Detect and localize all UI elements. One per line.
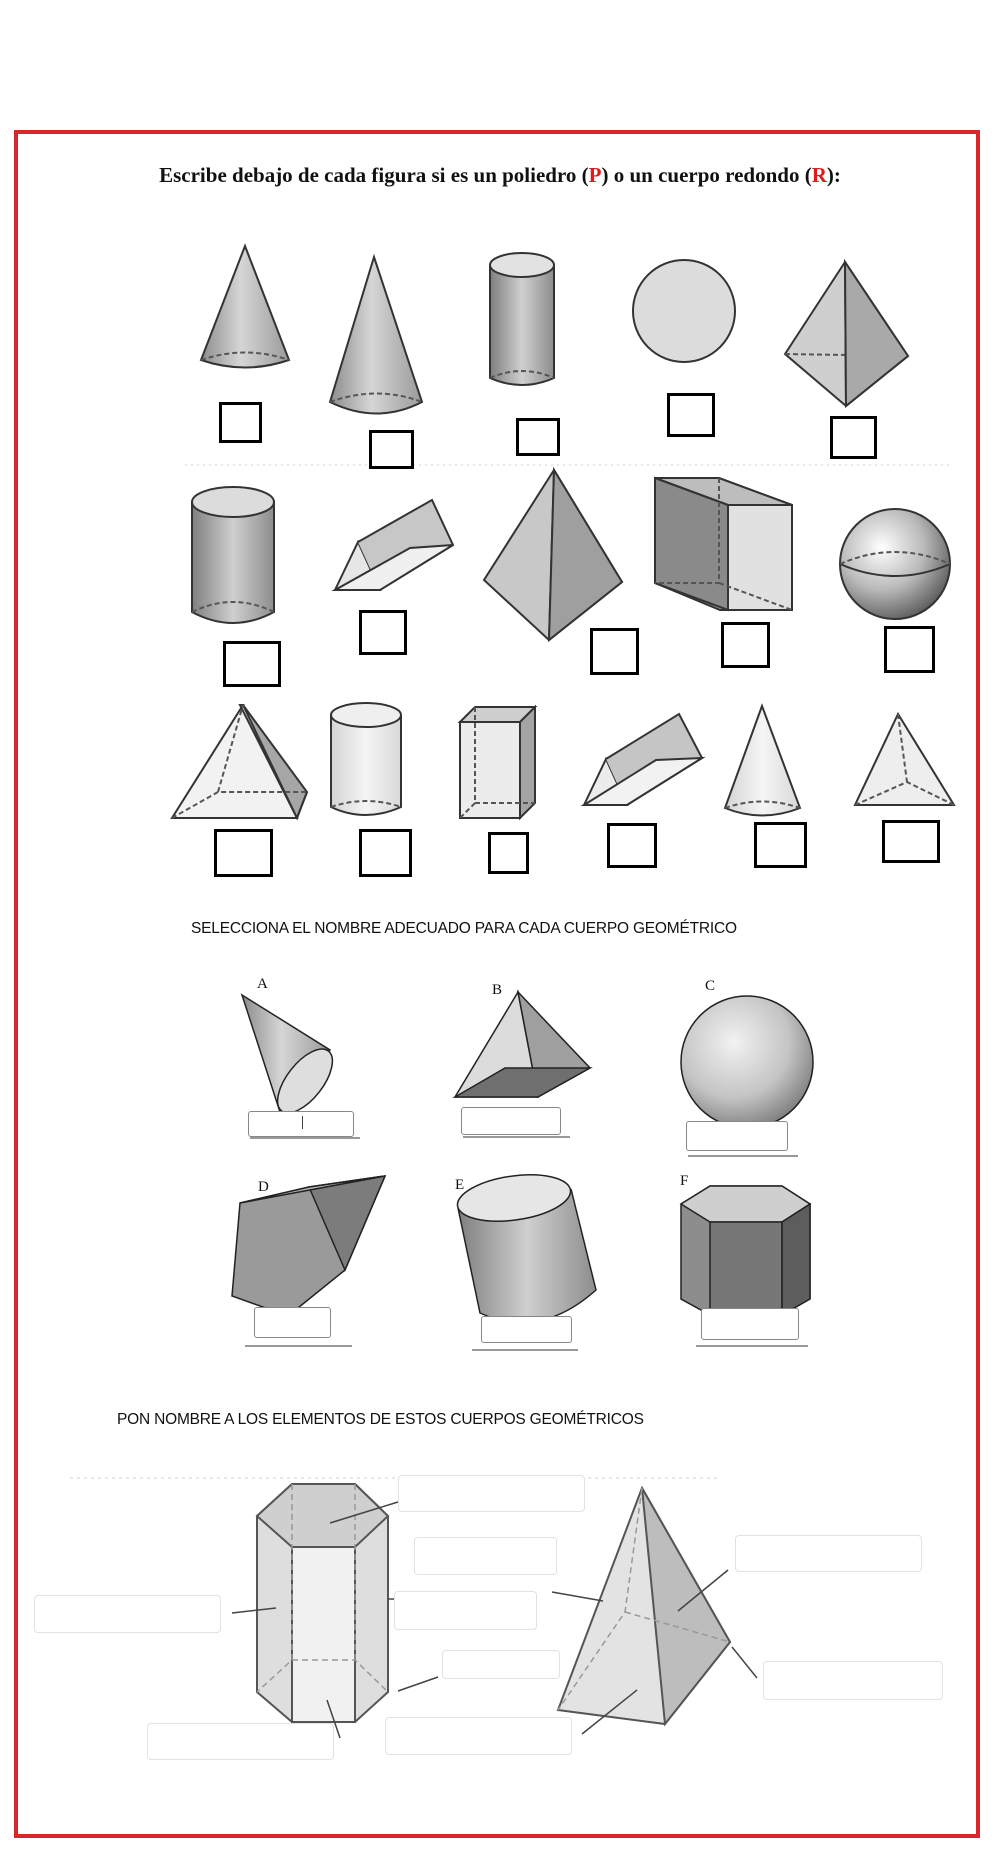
- answer-box-r3-1[interactable]: [214, 829, 273, 877]
- answer-box-r2-1[interactable]: [223, 641, 281, 687]
- select-name-f[interactable]: [701, 1308, 799, 1340]
- answer-box-r3-4[interactable]: [607, 823, 657, 868]
- instruction-text-3: ):: [826, 163, 841, 187]
- hexagonal-prism-diagram-icon: [255, 1483, 390, 1723]
- answer-box-r1-2[interactable]: [369, 430, 414, 469]
- answer-box-r3-2[interactable]: [359, 829, 412, 877]
- answer-box-r3-6[interactable]: [882, 820, 940, 863]
- answer-box-r2-5[interactable]: [884, 626, 935, 673]
- element-field-prism-left[interactable]: [34, 1595, 221, 1633]
- element-field-prism-bottom[interactable]: [147, 1723, 334, 1760]
- triangular-prism-icon: [331, 498, 455, 591]
- select-name-a[interactable]: [248, 1111, 354, 1137]
- element-field-pyramid-lower-right[interactable]: [763, 1661, 943, 1700]
- worksheet-frame: [14, 130, 980, 1838]
- cylinder-2-icon: [191, 486, 275, 624]
- select-name-d[interactable]: [254, 1307, 331, 1338]
- select-name-e[interactable]: [481, 1316, 572, 1343]
- answer-box-r2-4[interactable]: [721, 622, 770, 668]
- figure-a-cone-icon: [240, 993, 334, 1114]
- answer-box-r1-5[interactable]: [830, 416, 877, 459]
- element-field-prism-middle-right[interactable]: [394, 1591, 537, 1630]
- tall-cone-icon: [328, 253, 424, 415]
- p-letter: P: [588, 163, 602, 187]
- cube-icon: [654, 476, 793, 612]
- figure-label-d: D: [258, 1179, 269, 1195]
- figure-f-hexagonal-prism-icon: [679, 1185, 812, 1317]
- rectangular-prism-icon: [457, 704, 538, 821]
- figure-label-b: B: [492, 982, 503, 998]
- triangular-prism-2-icon: [580, 712, 706, 806]
- answer-box-r2-2[interactable]: [359, 610, 407, 655]
- rhombic-bipyramid-2-icon: [482, 466, 624, 643]
- element-field-center-bottom[interactable]: [385, 1717, 572, 1755]
- select-name-c[interactable]: [686, 1121, 788, 1151]
- element-field-prism-lower-right[interactable]: [442, 1650, 560, 1679]
- r-letter: R: [811, 163, 827, 187]
- element-field-pyramid-upper-right[interactable]: [735, 1535, 922, 1572]
- sphere-icon: [839, 508, 951, 620]
- answer-box-r1-3[interactable]: [516, 418, 560, 456]
- exercise1-instruction: Escribe debajo de cada figura si es un p…: [0, 163, 1000, 188]
- square-pyramid-diagram-icon: [556, 1485, 732, 1727]
- figure-e-cylinder-icon: [456, 1174, 597, 1324]
- figure-label-a: A: [257, 976, 268, 992]
- answer-box-r2-3[interactable]: [590, 628, 639, 675]
- element-field-prism-upper-right[interactable]: [414, 1537, 557, 1575]
- triangular-pyramid-icon: [853, 711, 956, 806]
- answer-box-r1-1[interactable]: [219, 402, 262, 443]
- exercise2-title: SELECCIONA EL NOMBRE ADECUADO PARA CADA …: [191, 920, 737, 937]
- figure-c-sphere-icon: [680, 995, 814, 1129]
- rhombus-bipyramid-icon: [783, 258, 910, 409]
- cone-2-icon: [723, 703, 802, 817]
- square-pyramid-icon: [170, 704, 309, 821]
- figure-label-c: C: [705, 978, 716, 994]
- select-name-b[interactable]: [461, 1107, 561, 1135]
- circle-sphere-icon: [632, 259, 736, 363]
- answer-box-r1-4[interactable]: [667, 393, 715, 437]
- figure-d-pentagonal-pyramid-icon: [231, 1175, 387, 1317]
- answer-box-r3-3[interactable]: [488, 832, 529, 874]
- text-cursor: [302, 1116, 303, 1129]
- figure-label-f: F: [680, 1173, 689, 1189]
- element-field-prism-top[interactable]: [398, 1475, 585, 1512]
- cylinder-3-icon: [330, 702, 402, 816]
- instruction-text-1: Escribe debajo de cada figura si es un p…: [159, 163, 589, 187]
- instruction-text-2: ) o un cuerpo redondo (: [601, 163, 812, 187]
- figure-b-pyramid-icon: [452, 989, 593, 1099]
- answer-box-r3-5[interactable]: [754, 822, 807, 868]
- figure-label-e: E: [455, 1177, 465, 1193]
- exercise3-title: PON NOMBRE A LOS ELEMENTOS DE ESTOS CUER…: [117, 1411, 644, 1428]
- cylinder-icon: [489, 252, 555, 386]
- cone-icon: [199, 243, 291, 369]
